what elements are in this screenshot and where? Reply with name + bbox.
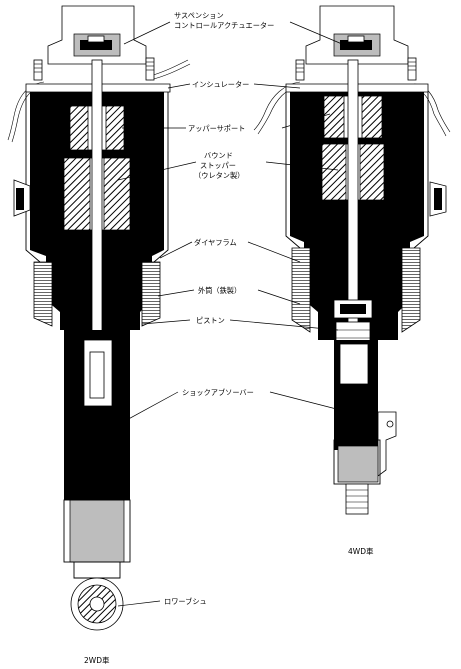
leader-actuator-left: [123, 21, 171, 45]
caption-2wd: 2WD車: [84, 655, 110, 665]
strut-4wd: [253, 5, 451, 515]
lower-stud: [345, 483, 369, 515]
label-shock-absorber: ショックアブソーバー: [182, 388, 254, 397]
mount-stud: [295, 59, 305, 81]
gas-chamber: [337, 445, 379, 483]
callout-labels: サスペンション コントロールアクチュエーター インシュレーター アッパーサポート…: [164, 11, 274, 606]
bracket: [377, 411, 397, 477]
leader-shock-absorber-left: [89, 391, 179, 441]
mount-stud: [145, 57, 155, 81]
caption-4wd: 4WD車: [348, 546, 374, 556]
label-actuator-line2: コントロールアクチュエーター: [174, 21, 274, 30]
label-upper-support: アッパーサポート: [188, 124, 245, 133]
label-piston: ピストン: [196, 316, 225, 325]
leader-diaphragm-right: [247, 241, 301, 263]
leader-bound-stopper-right: [265, 161, 339, 171]
leader-shock-absorber-right: [269, 391, 357, 415]
mount-stud: [407, 57, 417, 81]
outer-cylinder: [401, 247, 421, 333]
leader-bound-stopper-left: [117, 161, 197, 181]
leader-outer-cylinder-left: [157, 289, 195, 297]
label-insulator: インシュレーター: [192, 80, 249, 89]
label-lower-bush: ロワーブシュ: [164, 597, 207, 606]
mount-stud: [33, 59, 43, 81]
label-actuator-line1: サスペンション: [174, 11, 224, 20]
label-outer-cylinder: 外筒（鉄製）: [198, 286, 241, 295]
outer-cylinder: [291, 247, 311, 333]
outer-cylinder: [33, 261, 53, 327]
leader-outer-cylinder-right: [257, 289, 301, 305]
gas-chamber: [69, 499, 125, 563]
outer-cylinder: [141, 261, 161, 327]
label-bound-stopper-line3: （ウレタン製）: [194, 171, 244, 180]
leader-actuator-right: [289, 21, 343, 45]
leader-diaphragm-left: [159, 241, 193, 259]
leader-piston-left: [141, 319, 191, 325]
leader-piston-right: [229, 319, 339, 331]
label-bound-stopper-line2: ストッパー: [200, 161, 236, 170]
label-diaphragm: ダイヤフラム: [194, 238, 237, 247]
leader-lower-bush: [117, 600, 161, 607]
label-bound-stopper-line1: バウンド: [204, 151, 233, 160]
leader-insulator-right: [253, 83, 301, 89]
leader-insulator-left: [167, 83, 191, 89]
leader-upper-support-right: [281, 113, 331, 129]
strut-2wd: [7, 5, 191, 631]
leader-lines: [89, 21, 357, 607]
